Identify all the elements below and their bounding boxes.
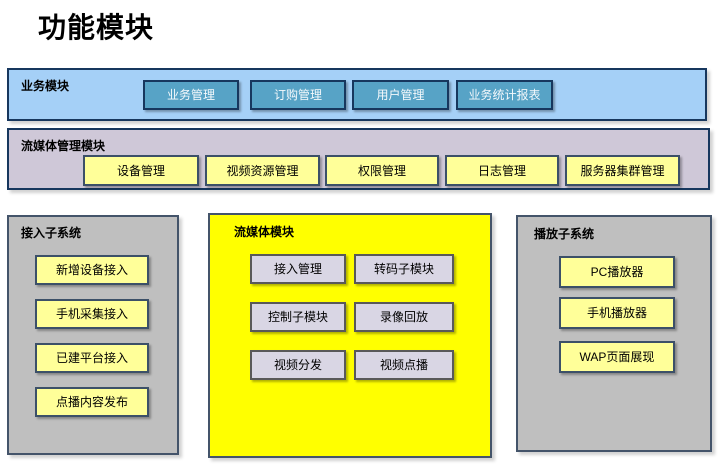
panel-streaming-media-management-label: 流媒体管理模块 xyxy=(21,139,106,153)
panel-access-subsystem-label: 接入子系统 xyxy=(21,226,82,240)
panel-business-label: 业务模块 xyxy=(21,79,70,93)
button-new-device-access[interactable]: 新增设备接入 xyxy=(35,255,149,285)
panel-business-module: 业务模块 业务管理 订购管理 用户管理 业务统计报表 xyxy=(7,68,707,121)
button-pc-player[interactable]: PC播放器 xyxy=(559,256,675,288)
button-permission-management[interactable]: 权限管理 xyxy=(325,155,439,186)
button-access-management[interactable]: 接入管理 xyxy=(250,254,346,284)
page-title: 功能模块 xyxy=(38,12,155,43)
button-business-stats-report[interactable]: 业务统计报表 xyxy=(456,80,553,110)
button-recording-playback[interactable]: 录像回放 xyxy=(354,302,454,332)
panel-streaming-media-module: 流媒体模块 接入管理 转码子模块 控制子模块 录像回放 视频分发 视频点播 xyxy=(208,213,492,458)
button-business-management[interactable]: 业务管理 xyxy=(143,80,239,110)
button-video-resource-management[interactable]: 视频资源管理 xyxy=(205,155,320,186)
button-video-on-demand[interactable]: 视频点播 xyxy=(354,350,454,380)
button-device-management[interactable]: 设备管理 xyxy=(83,155,199,186)
button-server-cluster-management[interactable]: 服务器集群管理 xyxy=(565,155,680,186)
button-mobile-player[interactable]: 手机播放器 xyxy=(559,297,675,329)
panel-streaming-media-module-label: 流媒体模块 xyxy=(234,225,295,239)
button-user-management[interactable]: 用户管理 xyxy=(352,80,449,110)
button-control-submodule[interactable]: 控制子模块 xyxy=(250,302,346,332)
panel-player-subsystem-label: 播放子系统 xyxy=(534,227,595,241)
panel-streaming-media-management: 流媒体管理模块 设备管理 视频资源管理 权限管理 日志管理 服务器集群管理 xyxy=(7,128,710,190)
button-transcode-submodule[interactable]: 转码子模块 xyxy=(354,254,454,284)
button-mobile-capture-access[interactable]: 手机采集接入 xyxy=(35,299,149,329)
button-vod-content-publish[interactable]: 点播内容发布 xyxy=(35,387,149,417)
panel-access-subsystem: 接入子系统 新增设备接入 手机采集接入 已建平台接入 点播内容发布 xyxy=(7,215,179,455)
panel-player-subsystem: 播放子系统 PC播放器 手机播放器 WAP页面展现 xyxy=(516,215,712,452)
button-log-management[interactable]: 日志管理 xyxy=(445,155,559,186)
button-order-management[interactable]: 订购管理 xyxy=(250,80,346,110)
button-existing-platform-access[interactable]: 已建平台接入 xyxy=(35,343,149,373)
button-video-distribution[interactable]: 视频分发 xyxy=(250,350,346,380)
button-wap-page-display[interactable]: WAP页面展现 xyxy=(559,341,675,373)
